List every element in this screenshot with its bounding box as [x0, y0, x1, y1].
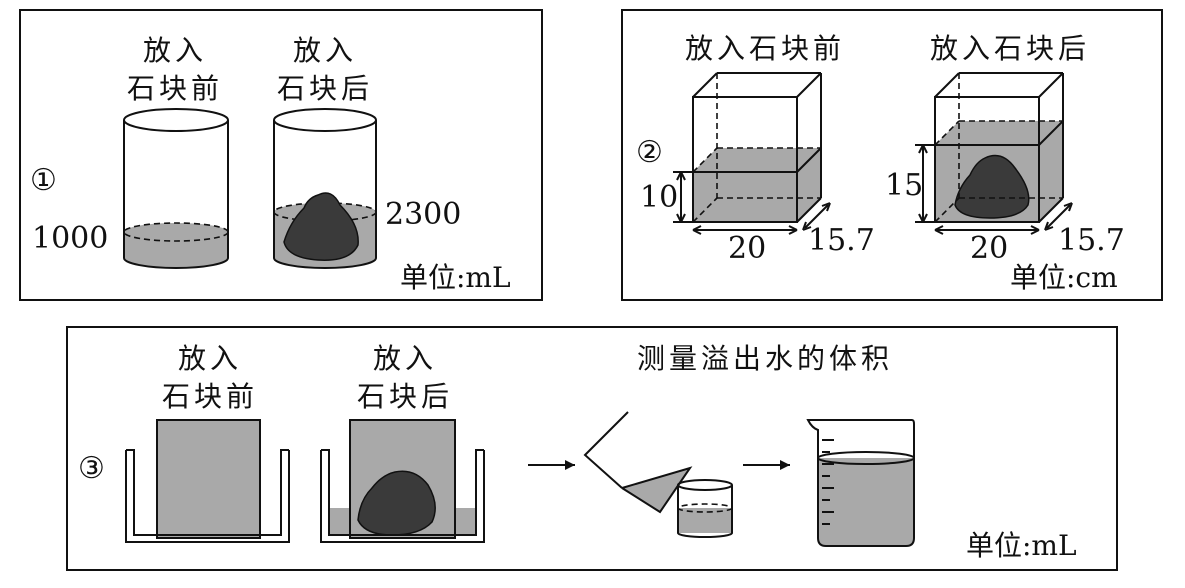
panel-1-volume-after: 2300: [385, 197, 461, 232]
panel-2-index: ②: [636, 135, 663, 170]
tank-before: [673, 72, 831, 235]
panel-2-unit: 单位:cm: [1010, 261, 1118, 294]
panel-3-before-caption-line1: 放入: [178, 342, 242, 375]
panel-2-frame: [621, 9, 1163, 301]
overflow-tray-before: [125, 419, 290, 543]
arrow-right-icon: [528, 460, 575, 470]
panel-1-after-caption-line1: 放入: [293, 34, 357, 67]
panel-1-unit: 单位:mL: [400, 261, 511, 294]
overflow-tray-after: [320, 419, 485, 543]
panel-1-after-caption-line2: 石块后: [277, 72, 373, 105]
stone-icon: [954, 154, 1030, 219]
overflow-spout: [583, 411, 693, 514]
panel-1-volume-before: 1000: [32, 221, 108, 256]
panel-3-measure-caption: 测量溢出水的体积: [637, 342, 893, 375]
panel-1-index: ①: [30, 163, 57, 198]
panel-2-before-caption: 放入石块前: [685, 32, 845, 65]
panel-2-after-caption: 放入石块后: [930, 32, 1090, 65]
cylinder-before: [123, 108, 229, 269]
measuring-beaker: [806, 419, 915, 547]
small-collecting-cup: [677, 479, 733, 538]
panel-1-before-caption-line1: 放入: [143, 34, 207, 67]
cylinder-after: [273, 108, 377, 269]
panel-2-height-before: 10: [640, 180, 678, 215]
panel-3-after-caption-line1: 放入: [373, 342, 437, 375]
panel-3-index: ③: [78, 451, 105, 486]
panel-2-width-after: 20: [970, 231, 1008, 266]
stone-icon: [283, 192, 359, 261]
panel-2-depth-after: 15.7: [1058, 223, 1125, 258]
panel-2-height-after: 15: [885, 168, 923, 203]
panel-3-before-caption-line2: 石块前: [162, 380, 258, 413]
panel-2-width-before: 20: [728, 231, 766, 266]
panel-3-unit: 单位:mL: [966, 529, 1077, 562]
panel-1-before-caption-line2: 石块前: [127, 72, 223, 105]
panel-2-depth-before: 15.7: [808, 223, 875, 258]
arrow-right-icon: [743, 460, 790, 470]
tank-after: [915, 72, 1073, 235]
panel-3-after-caption-line2: 石块后: [357, 380, 453, 413]
panel-3-frame: [66, 326, 1118, 571]
panel-1-frame: [19, 9, 543, 301]
